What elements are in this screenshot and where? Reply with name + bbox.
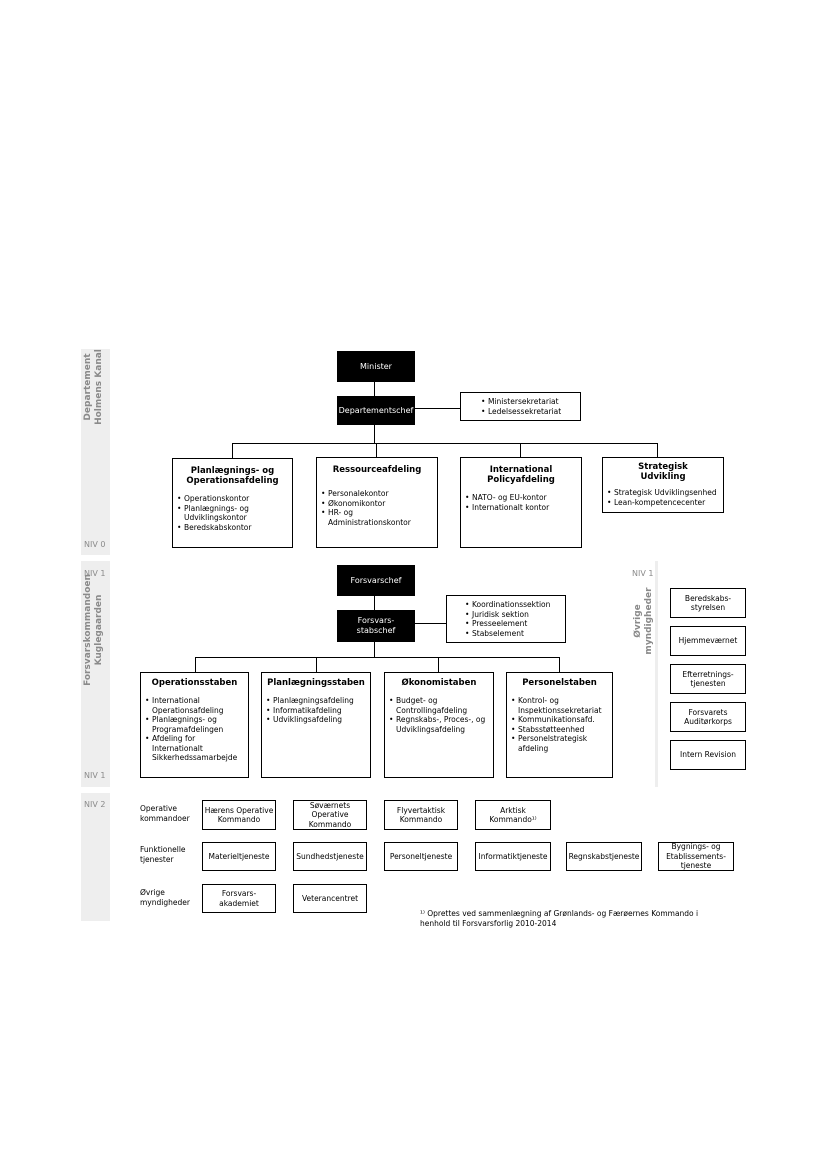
staff-item: Stabsstøtteenhed	[511, 725, 612, 735]
staff-item: Kommunikationsafd.	[511, 715, 612, 725]
department-item: Lean-kompetencecenter	[607, 498, 723, 508]
staff-box-economy: Økonomistaben Budget- og Controllingafde…	[384, 672, 494, 778]
other-authorities-band-label: Øvrige myndigheder	[633, 587, 654, 655]
level2-row-label-operative: Operative kommandoer	[140, 804, 190, 823]
staff-item: Regnskabs-, Proces-, og Udviklingsafdeli…	[389, 715, 493, 734]
department-item: HR- og Administrationskontor	[321, 508, 437, 527]
level2-unit-box: Veterancentret	[293, 884, 367, 913]
other-authority-box: Beredskabs- styrelsen	[670, 588, 746, 618]
department-item: Strategisk Udviklingsenhed	[607, 488, 723, 498]
department-item: Internationalt kontor	[465, 503, 581, 513]
department-box-planning-operations: Planlægnings- og Operationsafdeling Oper…	[172, 458, 293, 548]
defence-staff-sections-box: Koordinationssektion Juridisk sektion Pr…	[446, 595, 566, 643]
connector	[376, 443, 378, 457]
department-box-resources: Ressourceafdeling Personalekontor Økonom…	[316, 457, 438, 548]
department-title: Ressourceafdeling	[332, 465, 422, 475]
minister-box: Minister	[337, 351, 415, 382]
secretariat-item: Ledelsessekretariat	[481, 407, 580, 417]
connector	[520, 443, 522, 457]
connector	[657, 443, 659, 457]
staff-section-item: Stabselement	[465, 629, 565, 639]
niv1-label-bottom: NIV 1	[84, 771, 106, 780]
ministry-secretariat-box: Ministersekretariat Ledelsessekretariat	[460, 392, 581, 421]
defence-staff-chief-box: Forsvars- stabschef	[337, 610, 415, 642]
staff-section-item: Juridisk sektion	[465, 610, 565, 620]
department-chief-box: Departementschef	[337, 396, 415, 425]
footnote: ¹⁾ Oprettes ved sammenlægning af Grønlan…	[420, 909, 699, 928]
level2-row-label-functional: Funktionelle tjenester	[140, 845, 186, 864]
command-band-label: Forsvarskommandoen Kuglegaarden	[83, 574, 104, 686]
department-item: Økonomikontor	[321, 499, 437, 509]
connector	[412, 408, 460, 410]
department-title: International Policyafdeling	[487, 465, 555, 485]
niv2-label: NIV 2	[84, 800, 106, 809]
staff-item: Afdeling for Internationalt Sikkerhedssa…	[145, 734, 248, 763]
level2-row-label-other: Øvrige myndigheder	[140, 888, 190, 907]
level2-unit-box: Flyvertaktisk Kommando	[384, 800, 458, 830]
staff-box-operations: Operationsstaben International Operation…	[140, 672, 249, 778]
staff-item: Planlægningsafdeling	[266, 696, 370, 706]
department-item: Beredskabskontor	[177, 523, 292, 533]
connector	[559, 657, 561, 672]
staff-item: Informatikafdeling	[266, 706, 370, 716]
connector	[195, 657, 559, 659]
department-item: NATO- og EU-kontor	[465, 493, 581, 503]
department-item: Planlægnings- og Udviklingskontor	[177, 504, 292, 523]
niv1-label-top: NIV 1	[84, 569, 106, 578]
department-title: Planlægnings- og Operationsafdeling	[186, 466, 279, 486]
connector	[195, 657, 197, 672]
other-authority-box: Efterretnings- tjenesten	[670, 664, 746, 694]
other-authority-box: Hjemmeværnet	[670, 626, 746, 656]
level2-unit-box: Hærens Operative Kommando	[202, 800, 276, 830]
staff-title: Operationsstaben	[151, 678, 238, 688]
connector	[412, 623, 446, 625]
ministry-band-label: Departement Holmens Kanal	[83, 349, 104, 425]
level2-unit-box: Informatiktjeneste	[475, 842, 551, 871]
niv0-label: NIV 0	[84, 540, 106, 549]
staff-item: Udviklingsafdeling	[266, 715, 370, 725]
level2-unit-box: Sundhedstjeneste	[293, 842, 367, 871]
staff-item: Planlægnings- og Programafdelingen	[145, 715, 248, 734]
other-authority-box: Intern Revision	[670, 740, 746, 770]
staff-title: Personelstaben	[522, 678, 597, 688]
level2-unit-box: Personeltjeneste	[384, 842, 458, 871]
department-title: Strategisk Udvikling	[638, 462, 688, 482]
department-box-international-policy: International Policyafdeling NATO- og EU…	[460, 457, 582, 548]
staff-box-planning: Planlægningsstaben Planlægningsafdeling …	[261, 672, 371, 778]
staff-item: Kontrol- og Inspektionssekretariat	[511, 696, 612, 715]
defence-chief-box: Forsvarschef	[337, 565, 415, 596]
secretariat-item: Ministersekretariat	[481, 397, 580, 407]
staff-box-personnel: Personelstaben Kontrol- og Inspektionsse…	[506, 672, 613, 778]
department-item: Operationskontor	[177, 494, 292, 504]
niv1-label-other: NIV 1	[632, 569, 654, 578]
connector	[232, 443, 234, 459]
staff-item: Personelstrategisk afdeling	[511, 734, 612, 753]
level2-unit-box: Regnskabstjeneste	[566, 842, 642, 871]
connector	[438, 657, 440, 672]
connector	[316, 657, 318, 672]
connector	[232, 443, 657, 445]
level2-unit-box: Materieltjeneste	[202, 842, 276, 871]
staff-item: International Operationsafdeling	[145, 696, 248, 715]
department-box-strategic-development: Strategisk Udvikling Strategisk Udviklin…	[602, 457, 724, 513]
level2-unit-box: Arktisk Kommando¹⁾	[475, 800, 551, 830]
staff-item: Budget- og Controllingafdeling	[389, 696, 493, 715]
level2-unit-box: Bygnings- og Etablissements- tjeneste	[658, 842, 734, 871]
level2-unit-box: Søværnets Operative Kommando	[293, 800, 367, 830]
staff-title: Planlægningsstaben	[267, 678, 365, 688]
staff-section-item: Koordinationssektion	[465, 600, 565, 610]
staff-section-item: Presseelement	[465, 619, 565, 629]
level2-unit-box: Forsvars- akademiet	[202, 884, 276, 913]
staff-title: Økonomistaben	[401, 678, 477, 688]
department-item: Personalekontor	[321, 489, 437, 499]
other-authority-box: Forsvarets Auditørkorps	[670, 702, 746, 732]
